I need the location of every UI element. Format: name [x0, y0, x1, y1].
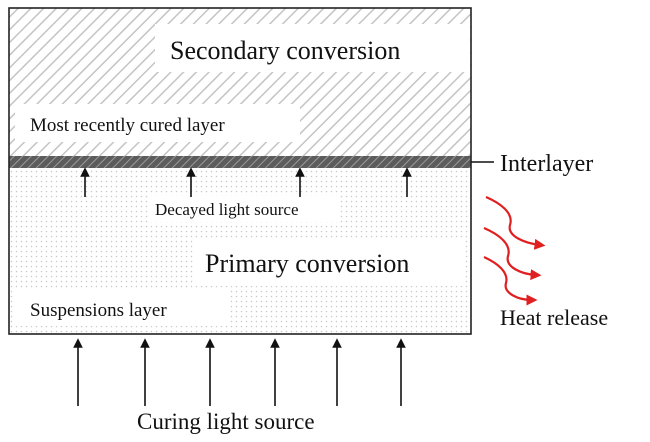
decayed-light-arrows: [80, 167, 412, 197]
decayed-light-source-label: Decayed light source: [155, 200, 299, 219]
vat-outline: [8, 7, 472, 335]
curing-light-arrows: [73, 338, 406, 406]
primary-conversion-label: Primary conversion: [205, 249, 409, 278]
suspensions-layer-label: Suspensions layer: [30, 300, 167, 321]
label-bg-cured: [15, 104, 300, 142]
heat-arrow: [485, 195, 546, 250]
label-bg-secondary: [155, 24, 470, 72]
label-bg-decayed: [148, 196, 340, 222]
heat-release-label: Heat release: [500, 305, 608, 330]
most-recently-cured-layer-label: Most recently cured layer: [30, 115, 225, 136]
label-bg-primary: [195, 240, 465, 286]
curing-light-source-label: Curing light source: [137, 409, 315, 434]
heat-arrow: [483, 226, 542, 281]
heat-release-arrows: [483, 195, 546, 306]
interlayer-band: [9, 156, 471, 168]
heat-arrow: [483, 256, 538, 306]
label-bg-suspensions: [15, 290, 229, 326]
secondary-conversion-label: Secondary conversion: [170, 36, 400, 65]
interlayer-label: Interlayer: [500, 151, 593, 177]
